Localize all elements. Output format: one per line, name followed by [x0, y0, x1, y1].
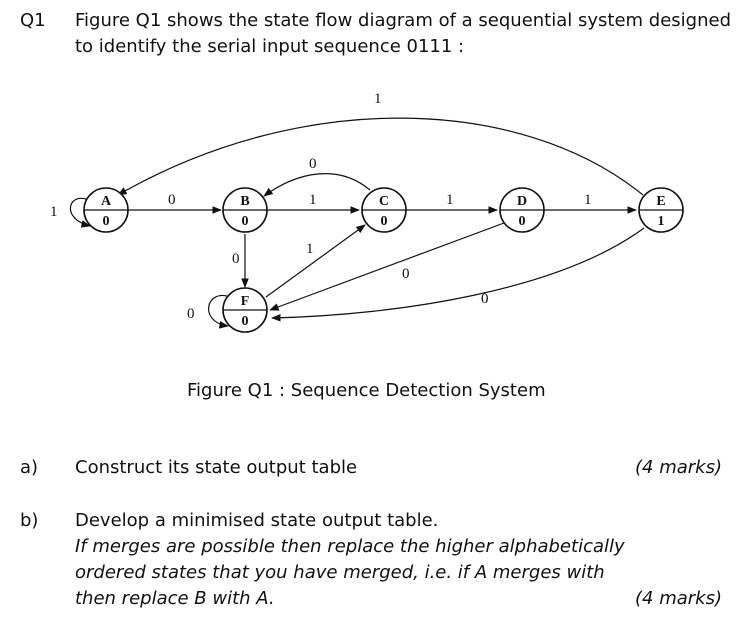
- state-c: C 0: [361, 187, 407, 233]
- edge-label-e-to-a: 1: [374, 91, 382, 107]
- edge-e-to-f: [271, 227, 645, 322]
- part-b-text-line-4: then replace B with A.: [75, 588, 275, 609]
- figure-caption: Figure Q1 : Sequence Detection System: [187, 380, 546, 401]
- state-d: D 0: [499, 187, 545, 233]
- edge-label-b-to-f: 0: [232, 251, 240, 267]
- state-f: F 0: [222, 287, 268, 333]
- state-f-output: 0: [242, 314, 249, 329]
- state-a-name: A: [101, 194, 112, 209]
- edge-f-to-c: [265, 224, 366, 298]
- edge-label-b-to-c: 1: [309, 192, 317, 208]
- state-e: E 1: [638, 187, 684, 233]
- edge-label-d-to-e: 1: [584, 192, 592, 208]
- edge-label-f-to-f: 0: [187, 306, 195, 322]
- state-c-name: C: [379, 194, 389, 209]
- state-c-output: 0: [381, 214, 388, 229]
- edge-label-d-to-f: 0: [402, 266, 410, 282]
- edge-label-f-to-c: 1: [306, 241, 314, 257]
- edge-c-to-b: [263, 173, 371, 197]
- question-number: Q1: [20, 10, 46, 31]
- part-b-text-line-3: ordered states that you have merged, i.e…: [75, 562, 605, 583]
- state-a-output: 0: [103, 214, 110, 229]
- part-b-text-line-2: If merges are possible then replace the …: [75, 536, 625, 557]
- question-text-line-1: Figure Q1 shows the state flow diagram o…: [75, 10, 731, 31]
- edge-f-to-f-self-loop: [208, 294, 231, 329]
- question-text-line-2: to identify the serial input sequence 01…: [75, 36, 465, 57]
- state-a: A 0: [83, 187, 129, 233]
- part-b-text-line-1: Develop a minimised state output table.: [75, 510, 439, 531]
- part-a-text: Construct its state output table: [75, 457, 358, 478]
- edge-label-c-to-d: 1: [446, 192, 454, 208]
- edge-d-to-f: [269, 222, 505, 311]
- state-e-output: 1: [658, 214, 665, 229]
- edge-label-e-to-f: 0: [481, 291, 489, 307]
- state-f-name: F: [241, 294, 250, 309]
- state-b: B 0: [222, 187, 268, 233]
- part-a-marks: (4 marks): [635, 457, 722, 478]
- state-e-name: E: [656, 194, 665, 209]
- state-d-output: 0: [519, 214, 526, 229]
- edge-label-a-to-a: 1: [50, 204, 58, 220]
- part-a-label: a): [20, 457, 39, 478]
- part-b-marks: (4 marks): [635, 588, 722, 609]
- edge-label-c-to-b: 0: [309, 156, 317, 172]
- state-b-name: B: [240, 194, 249, 209]
- edge-e-to-a: [117, 117, 644, 196]
- edge-label-a-to-b: 0: [168, 192, 176, 208]
- state-b-output: 0: [242, 214, 249, 229]
- state-d-name: D: [517, 194, 527, 209]
- part-b-label: b): [20, 510, 39, 531]
- edge-a-to-a-self-loop: [69, 197, 93, 228]
